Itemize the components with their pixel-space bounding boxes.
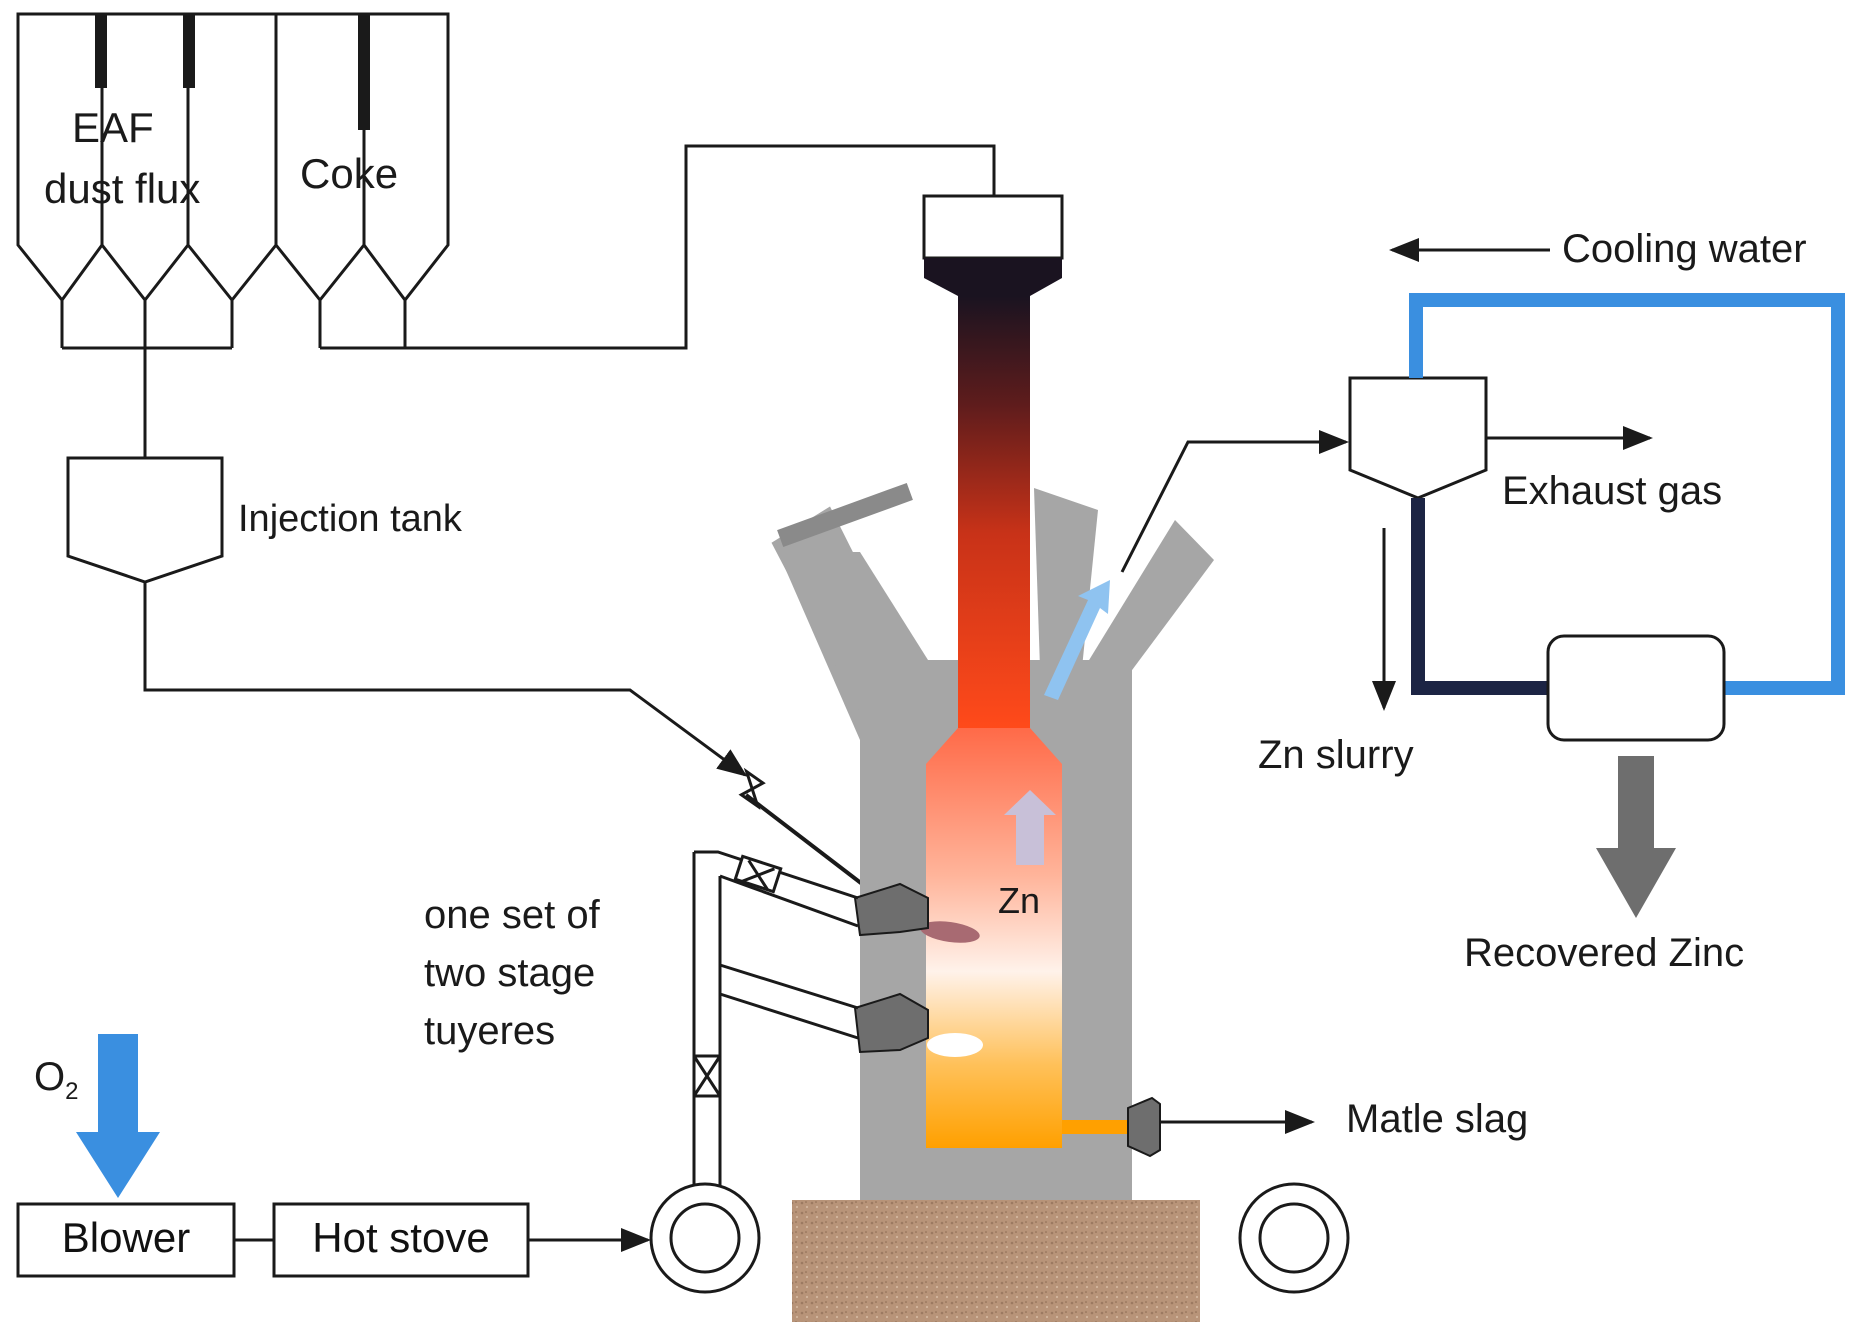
o2-label: O2 [34,1054,78,1106]
slag-taphole [1127,1096,1161,1158]
o2-label-base: O [34,1055,66,1099]
eaf-label: EAF [72,104,154,152]
injection-line [143,582,748,777]
zn-label: Zn [998,880,1041,921]
lower-tuyere [853,992,929,1054]
injection-tank-label: Injection tank [238,498,462,540]
o2-arrow-icon [76,1034,160,1198]
blower-label: Blower [61,1214,191,1261]
tuyeres-label-line3: tuyeres [424,1009,556,1053]
coke-hopper [274,12,450,348]
bustle-pipe-right-icon [1238,1182,1350,1294]
exhaust-gas-label: Exhaust gas [1502,469,1723,513]
blower-box [16,1202,236,1278]
injection-tank [66,456,224,584]
coke-label: Coke [300,150,399,197]
furnace-shaft [958,296,1030,728]
zn-slurry-label: Zn slurry [1258,733,1414,777]
eaf-label-line1: EAF [72,104,154,151]
lower-tuyere-flame [927,1033,983,1057]
dust-flux-label: dust flux [44,165,201,212]
injection-valve-icon [738,767,872,892]
hot-stove-label: Hot stove [312,1214,490,1261]
hopper-collector-line [62,144,996,458]
recovered-zinc-label: Recovered Zinc [1464,931,1745,975]
tuyeres-label-line2: two stage [424,951,596,995]
eaf-dust-flux-hopper [16,12,278,348]
gas-flow-arrow-icon [1044,580,1110,700]
offgas-line [1120,430,1349,573]
o2-label-subscript: 2 [65,1078,79,1105]
recovered-zinc-arrow-icon [1596,756,1676,918]
bustle-pipe-left-icon [649,1182,761,1294]
upper-tuyere-flame [920,921,980,943]
hearth [792,1200,1200,1322]
cooling-water-label: Cooling water [1562,227,1807,271]
charging-hopper [922,194,1064,260]
slag-tap-channel [1062,1120,1132,1134]
thickener-box [1546,634,1726,742]
zn-rising-arrow-icon [1004,790,1056,865]
matte-slag-label: Matle slag [1346,1097,1529,1141]
cooling-loop-supply [1411,498,1548,695]
upper-tuyere [853,882,929,937]
cooling-loop-return [1409,293,1845,695]
scrubber [1348,376,1488,500]
tuyere-air-piping [692,850,859,1192]
tuyeres-label-line1: one set of [424,893,600,937]
